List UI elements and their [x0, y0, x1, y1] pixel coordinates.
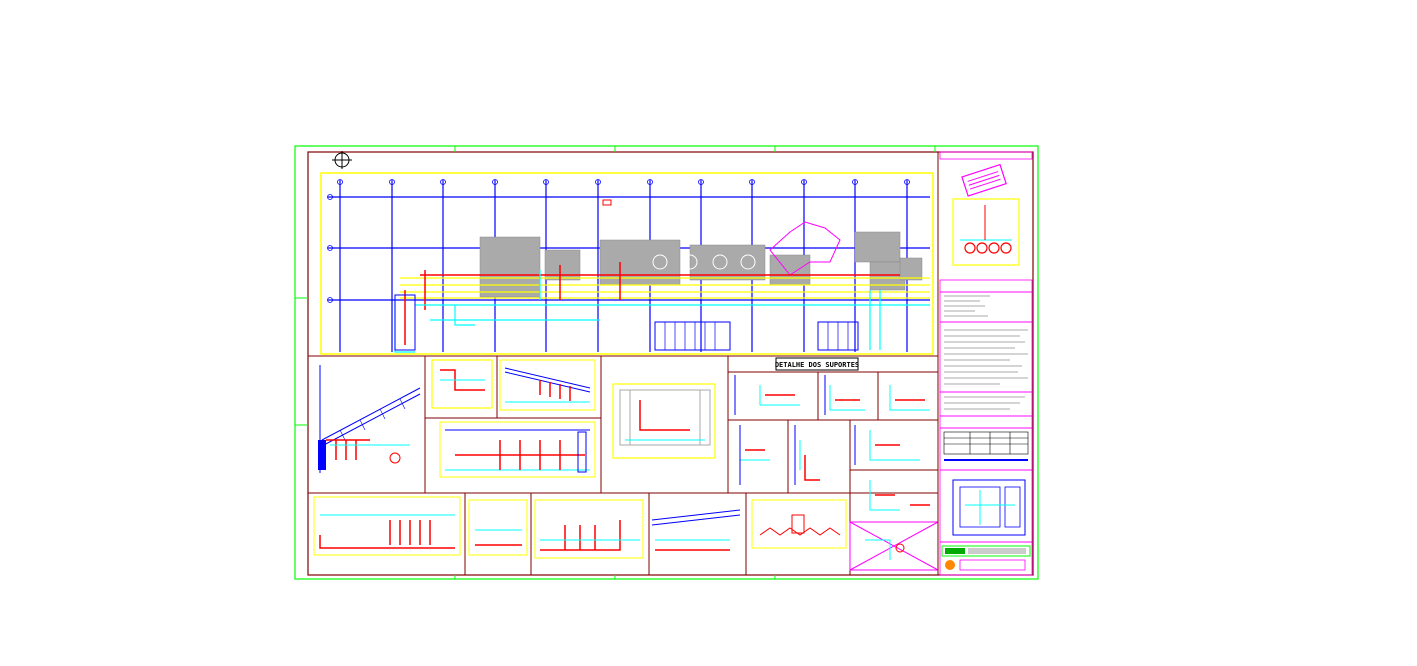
- frame-ticks: [295, 146, 936, 579]
- key-plan: [952, 479, 1026, 536]
- title-block-notes: [944, 295, 1028, 410]
- section-panels: [308, 355, 938, 575]
- support-details: [734, 375, 930, 511]
- north-arrow-icon: [332, 151, 352, 169]
- detail-roof-section: [318, 365, 421, 473]
- detail-d: [612, 383, 716, 459]
- title-block-table: [943, 431, 1029, 455]
- detail-b: [499, 359, 596, 411]
- outer-frame: [294, 145, 1039, 580]
- inner-border: [307, 151, 1034, 576]
- main-title-block: DETALHE DOS SUPORTES: [775, 357, 859, 371]
- detail-c: [439, 421, 596, 478]
- detail-a: [431, 359, 493, 409]
- plan-view: [320, 172, 934, 355]
- title-block: [937, 151, 1033, 576]
- main-title: DETALHE DOS SUPORTES: [775, 361, 859, 369]
- bottom-details: [313, 496, 939, 571]
- company-logo-block: [941, 545, 1031, 571]
